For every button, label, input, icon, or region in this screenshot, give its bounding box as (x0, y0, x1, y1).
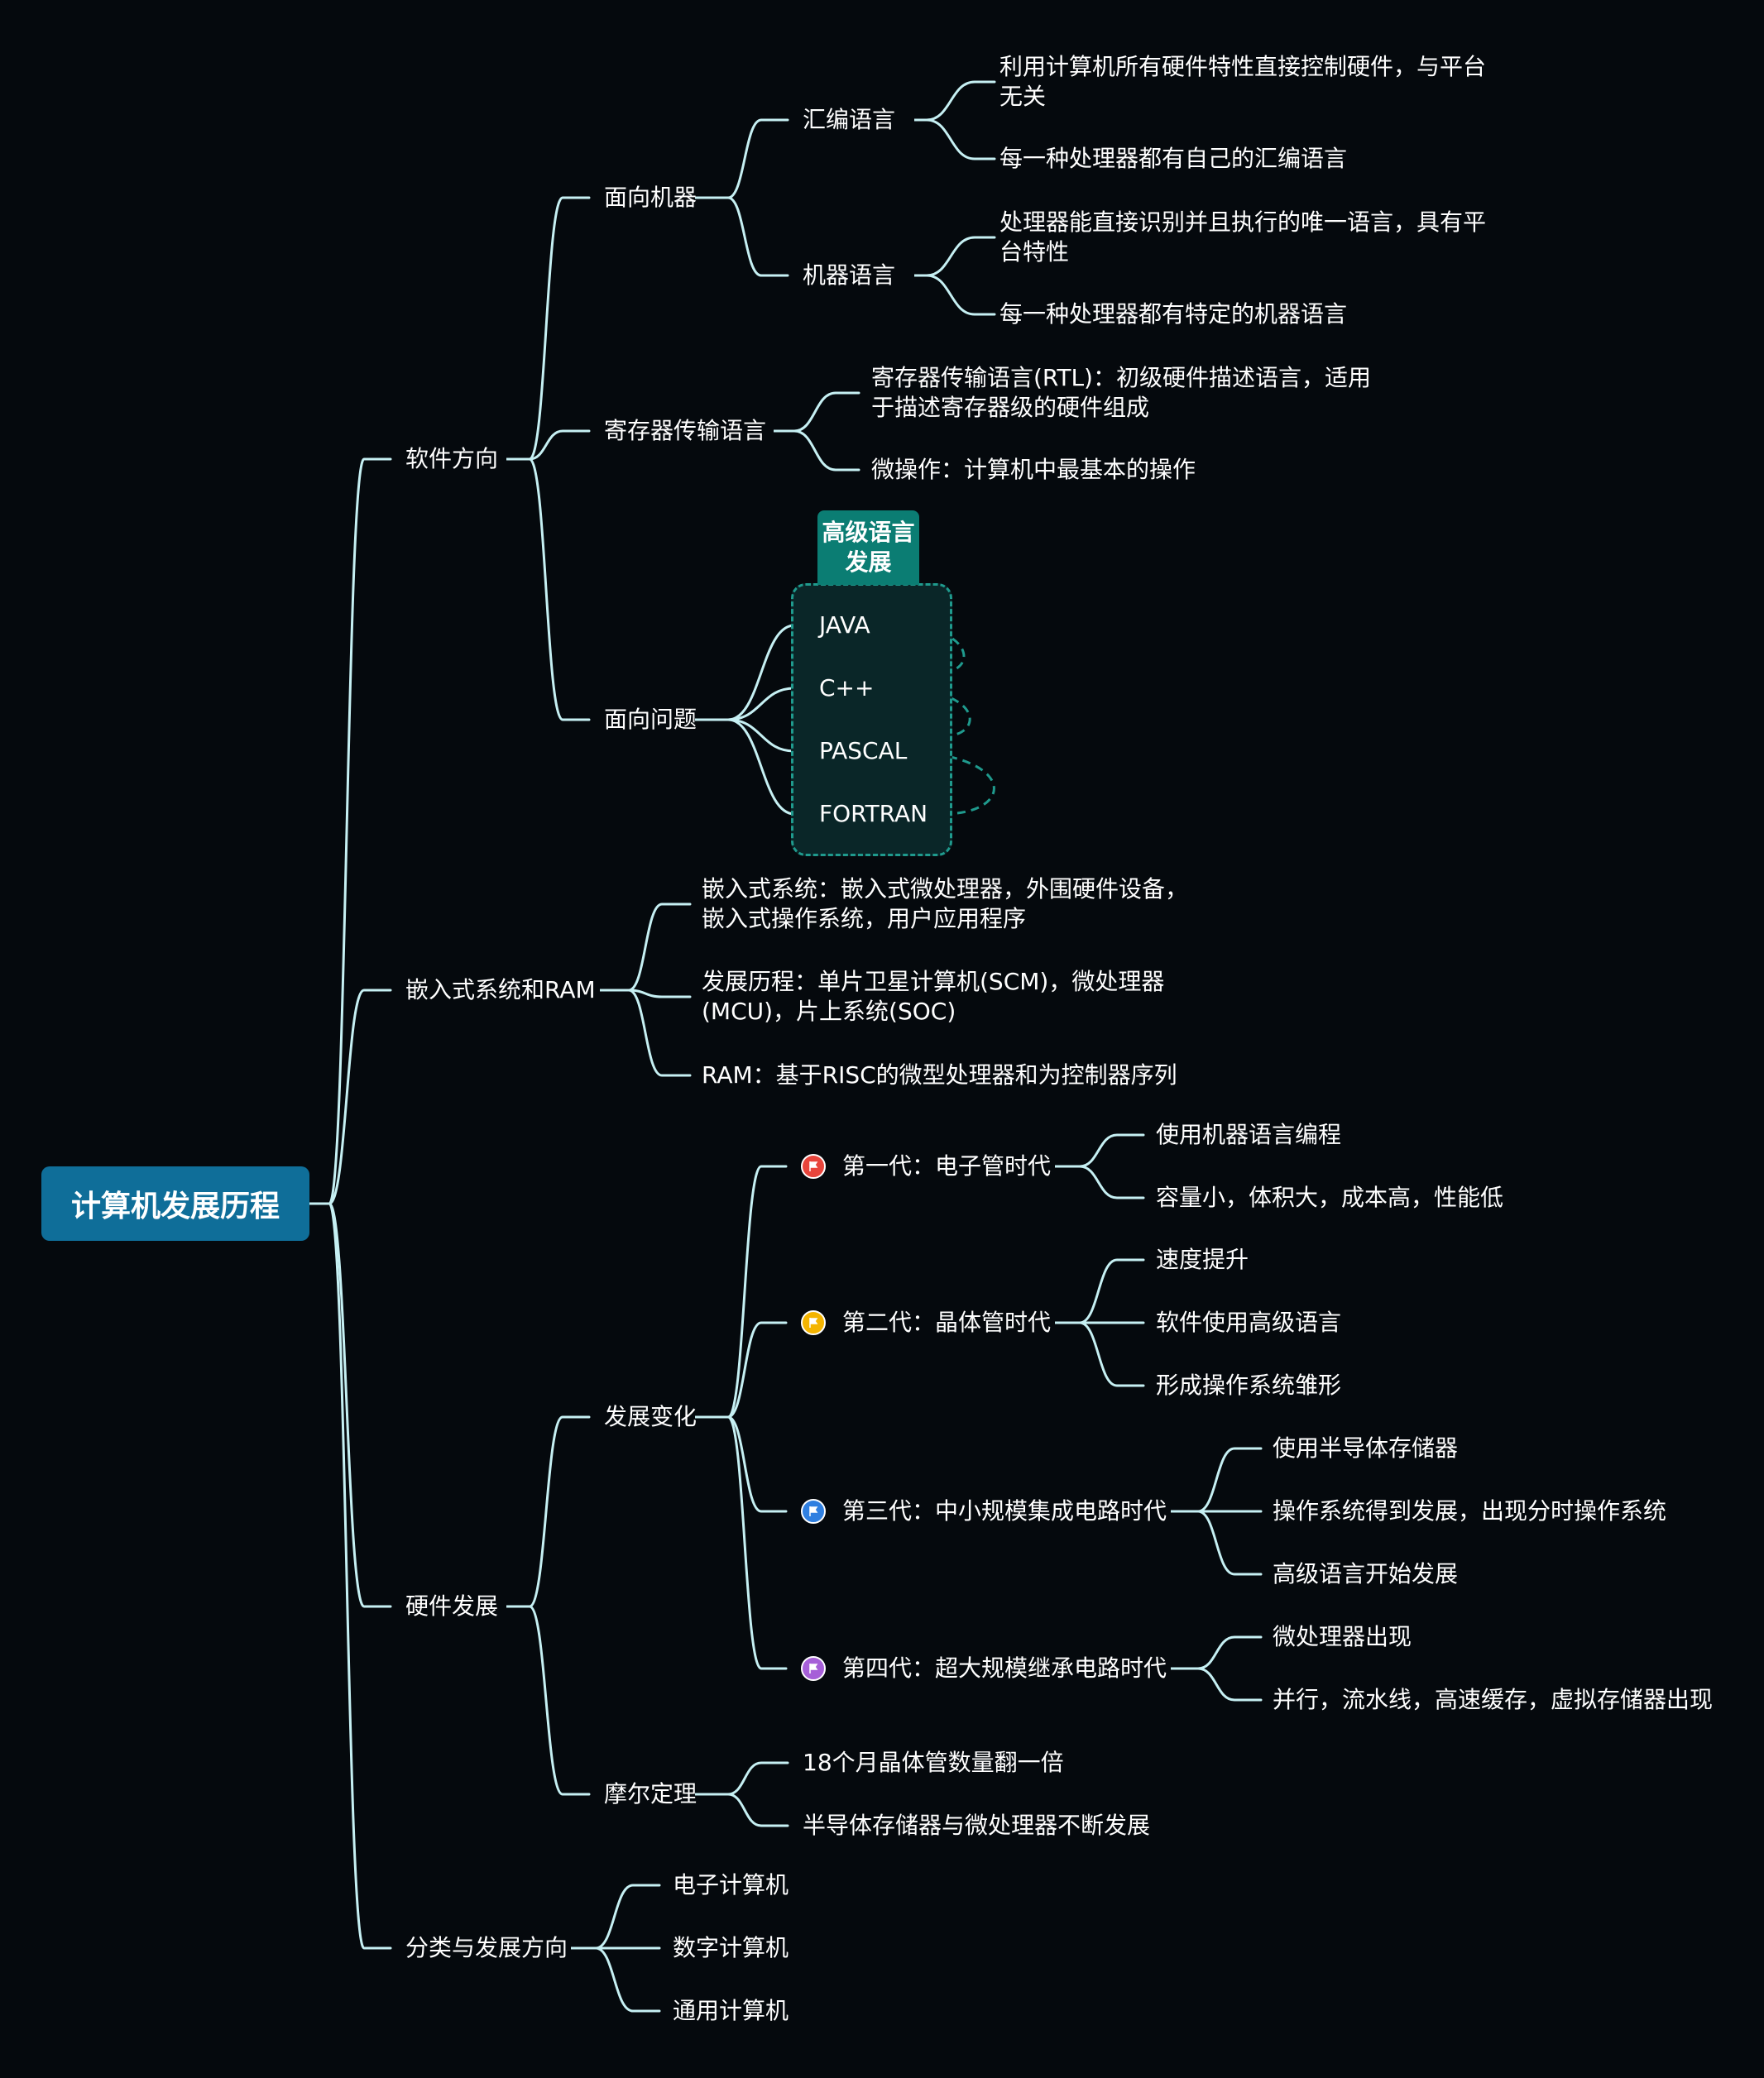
connector (925, 118, 996, 160)
topic-machine-language[interactable]: 机器语言 (803, 261, 896, 289)
machine-language-item[interactable]: 每一种处理器都有特定的机器语言 (999, 300, 1348, 328)
connector (1078, 1133, 1145, 1168)
moore-item[interactable]: 18个月晶体管数量翻一倍 (803, 1749, 1064, 1776)
language-item-pascal[interactable]: PASCAL (819, 737, 908, 764)
connector (528, 457, 591, 721)
connector (925, 80, 996, 122)
generation-1-item[interactable]: 使用机器语言编程 (1156, 1121, 1342, 1148)
generation-1-item[interactable]: 容量小，体积大，成本高，性能低 (1156, 1184, 1504, 1211)
connector (726, 1793, 789, 1827)
rtl-item[interactable]: 寄存器传输语言(RTL)：初级硬件描述语言，适用于描述寄存器级的硬件组成 (871, 364, 1371, 421)
connector (627, 903, 692, 992)
topic-machine-oriented[interactable]: 面向机器 (604, 184, 697, 211)
generation-4-item[interactable]: 微处理器出现 (1273, 1623, 1412, 1650)
connector (1196, 1510, 1263, 1576)
generation-4-item[interactable]: 并行，流水线，高速缓存，虚拟存储器出现 (1273, 1686, 1714, 1713)
connector (328, 989, 392, 1205)
generation-3-item[interactable]: 使用半导体存储器 (1273, 1434, 1459, 1462)
generation-3-item[interactable]: 操作系统得到发展，出现分时操作系统 (1273, 1497, 1667, 1525)
machine-language-item[interactable]: 处理器能直接识别并且执行的唯一语言，具有平台特性 (999, 208, 1487, 266)
embedded-item[interactable]: RAM：基于RISC的微型处理器和为控制器序列 (702, 1061, 1177, 1089)
high-level-language-boundary (791, 583, 952, 856)
relation-arc (893, 687, 971, 738)
connector (1196, 1447, 1263, 1513)
language-item-cpp[interactable]: C++ (819, 674, 875, 701)
flag-icon (801, 1656, 826, 1681)
classification-item[interactable]: 数字计算机 (673, 1934, 789, 1961)
generation-1[interactable]: 第一代：电子管时代 (842, 1152, 1052, 1180)
assembly-item[interactable]: 利用计算机所有硬件特性直接控制硬件，与平台无关 (999, 53, 1487, 110)
connector (726, 118, 789, 199)
generation-3[interactable]: 第三代：中小规模集成电路时代 (842, 1497, 1167, 1525)
topic-hardware[interactable]: 硬件发展 (405, 1592, 499, 1620)
topic-classification[interactable]: 分类与发展方向 (405, 1934, 568, 1961)
connector (594, 1884, 661, 1950)
connector (793, 429, 860, 472)
connector (627, 989, 692, 998)
generation-2[interactable]: 第二代：晶体管时代 (842, 1309, 1052, 1336)
connector (1196, 1635, 1263, 1670)
language-item-fortran[interactable]: FORTRAN (819, 800, 928, 827)
flag-icon (801, 1154, 826, 1179)
boundary-title[interactable]: 高级语言发展 (817, 510, 919, 585)
moore-item[interactable]: 半导体存储器与微处理器不断发展 (803, 1812, 1151, 1839)
topic-moore[interactable]: 摩尔定理 (604, 1780, 697, 1807)
connector (328, 1202, 392, 1950)
flag-icon (801, 1310, 826, 1335)
generation-2-item[interactable]: 形成操作系统雏形 (1156, 1372, 1342, 1399)
connector (528, 429, 591, 461)
connector (726, 718, 812, 816)
connector (726, 1165, 788, 1419)
topic-rtl[interactable]: 寄存器传输语言 (604, 417, 767, 444)
connector (726, 1415, 788, 1670)
connector (1078, 1258, 1145, 1324)
topic-software[interactable]: 软件方向 (405, 445, 499, 472)
topic-embedded[interactable]: 嵌入式系统和RAM (405, 976, 596, 1003)
connector (726, 1415, 788, 1513)
generation-2-item[interactable]: 速度提升 (1156, 1246, 1249, 1273)
generation-3-item[interactable]: 高级语言开始发展 (1273, 1560, 1459, 1587)
generation-4[interactable]: 第四代：超大规模继承电路时代 (842, 1654, 1167, 1682)
connector (726, 1761, 789, 1796)
root-topic[interactable]: 计算机发展历程 (41, 1166, 309, 1241)
connector (925, 236, 996, 277)
topic-problem-oriented[interactable]: 面向问题 (604, 706, 697, 733)
language-item-java[interactable]: JAVA (819, 611, 870, 639)
embedded-item[interactable]: 发展历程：单片卫星计算机(SCM)，微处理器(MCU)，片上系统(SOC) (702, 968, 1165, 1025)
connector (528, 1415, 591, 1608)
connector (726, 1321, 788, 1419)
embedded-item[interactable]: 嵌入式系统：嵌入式微处理器，外围硬件设备，嵌入式操作系统，用户应用程序 (702, 875, 1189, 932)
connector (1196, 1667, 1263, 1702)
topic-changes[interactable]: 发展变化 (604, 1403, 697, 1430)
classification-item[interactable]: 通用计算机 (673, 1997, 789, 2024)
connector (627, 989, 692, 1077)
assembly-item[interactable]: 每一种处理器都有自己的汇编语言 (999, 145, 1348, 172)
topic-assembly[interactable]: 汇编语言 (803, 106, 896, 133)
connector (1078, 1165, 1145, 1199)
connector (328, 1202, 392, 1608)
generation-2-item[interactable]: 软件使用高级语言 (1156, 1309, 1342, 1336)
connector (925, 274, 996, 316)
classification-item[interactable]: 电子计算机 (673, 1871, 789, 1898)
connector (726, 196, 789, 277)
connector (793, 391, 860, 433)
connector (594, 1946, 661, 2013)
connector (528, 1605, 591, 1796)
connector (1078, 1321, 1145, 1387)
connector (328, 457, 392, 1205)
rtl-item[interactable]: 微操作：计算机中最基本的操作 (871, 456, 1196, 483)
connector (726, 624, 812, 721)
connector (528, 196, 591, 461)
flag-icon (801, 1499, 826, 1524)
